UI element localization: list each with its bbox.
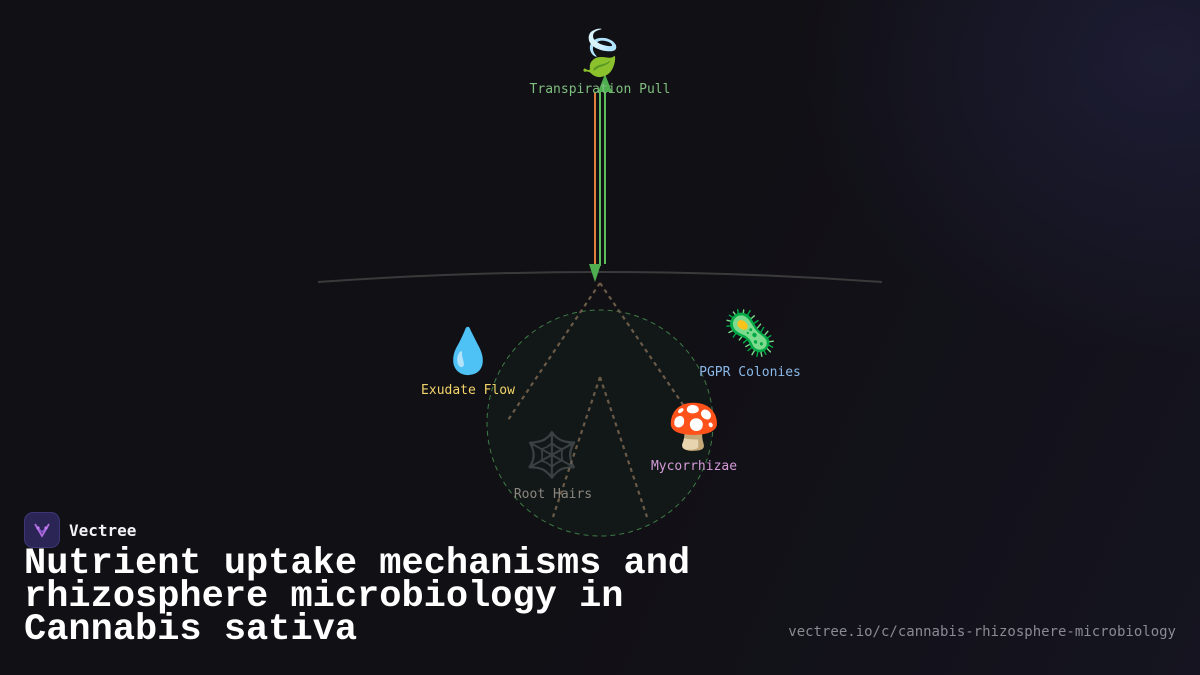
root-system bbox=[507, 282, 691, 518]
microbe-icon: 🦠 bbox=[722, 308, 778, 359]
brand-name: Vectree bbox=[69, 520, 137, 540]
pgpr-colonies-label: PGPR Colonies bbox=[699, 365, 801, 380]
soil-surface-line bbox=[317, 271, 883, 283]
web-icon: 🕸️ bbox=[524, 430, 580, 481]
brand: Vectree bbox=[24, 512, 136, 548]
upward-arrowhead bbox=[598, 74, 612, 92]
transpiration-pull-label: Transpiration Pull bbox=[529, 82, 671, 97]
downward-arrowhead bbox=[589, 264, 601, 282]
water-drop-icon: 💧 bbox=[440, 326, 496, 377]
leaf-icon: 🍃 bbox=[572, 28, 628, 79]
page-url[interactable]: vectree.io/c/cannabis-rhizosphere-microb… bbox=[788, 624, 1176, 640]
vectree-logo-icon bbox=[24, 512, 60, 548]
page-title: Nutrient uptake mechanisms and rhizosphe… bbox=[24, 543, 691, 651]
xylem-phloem-flow bbox=[589, 74, 612, 282]
root-hairs-label: Root Hairs bbox=[513, 487, 593, 502]
mushroom-icon: 🍄 bbox=[666, 402, 722, 453]
rhizosphere-zone bbox=[486, 309, 714, 537]
exudate-flow-label: Exudate Flow bbox=[421, 383, 515, 398]
mycorrhizae-label: Mycorrhizae bbox=[650, 459, 738, 474]
